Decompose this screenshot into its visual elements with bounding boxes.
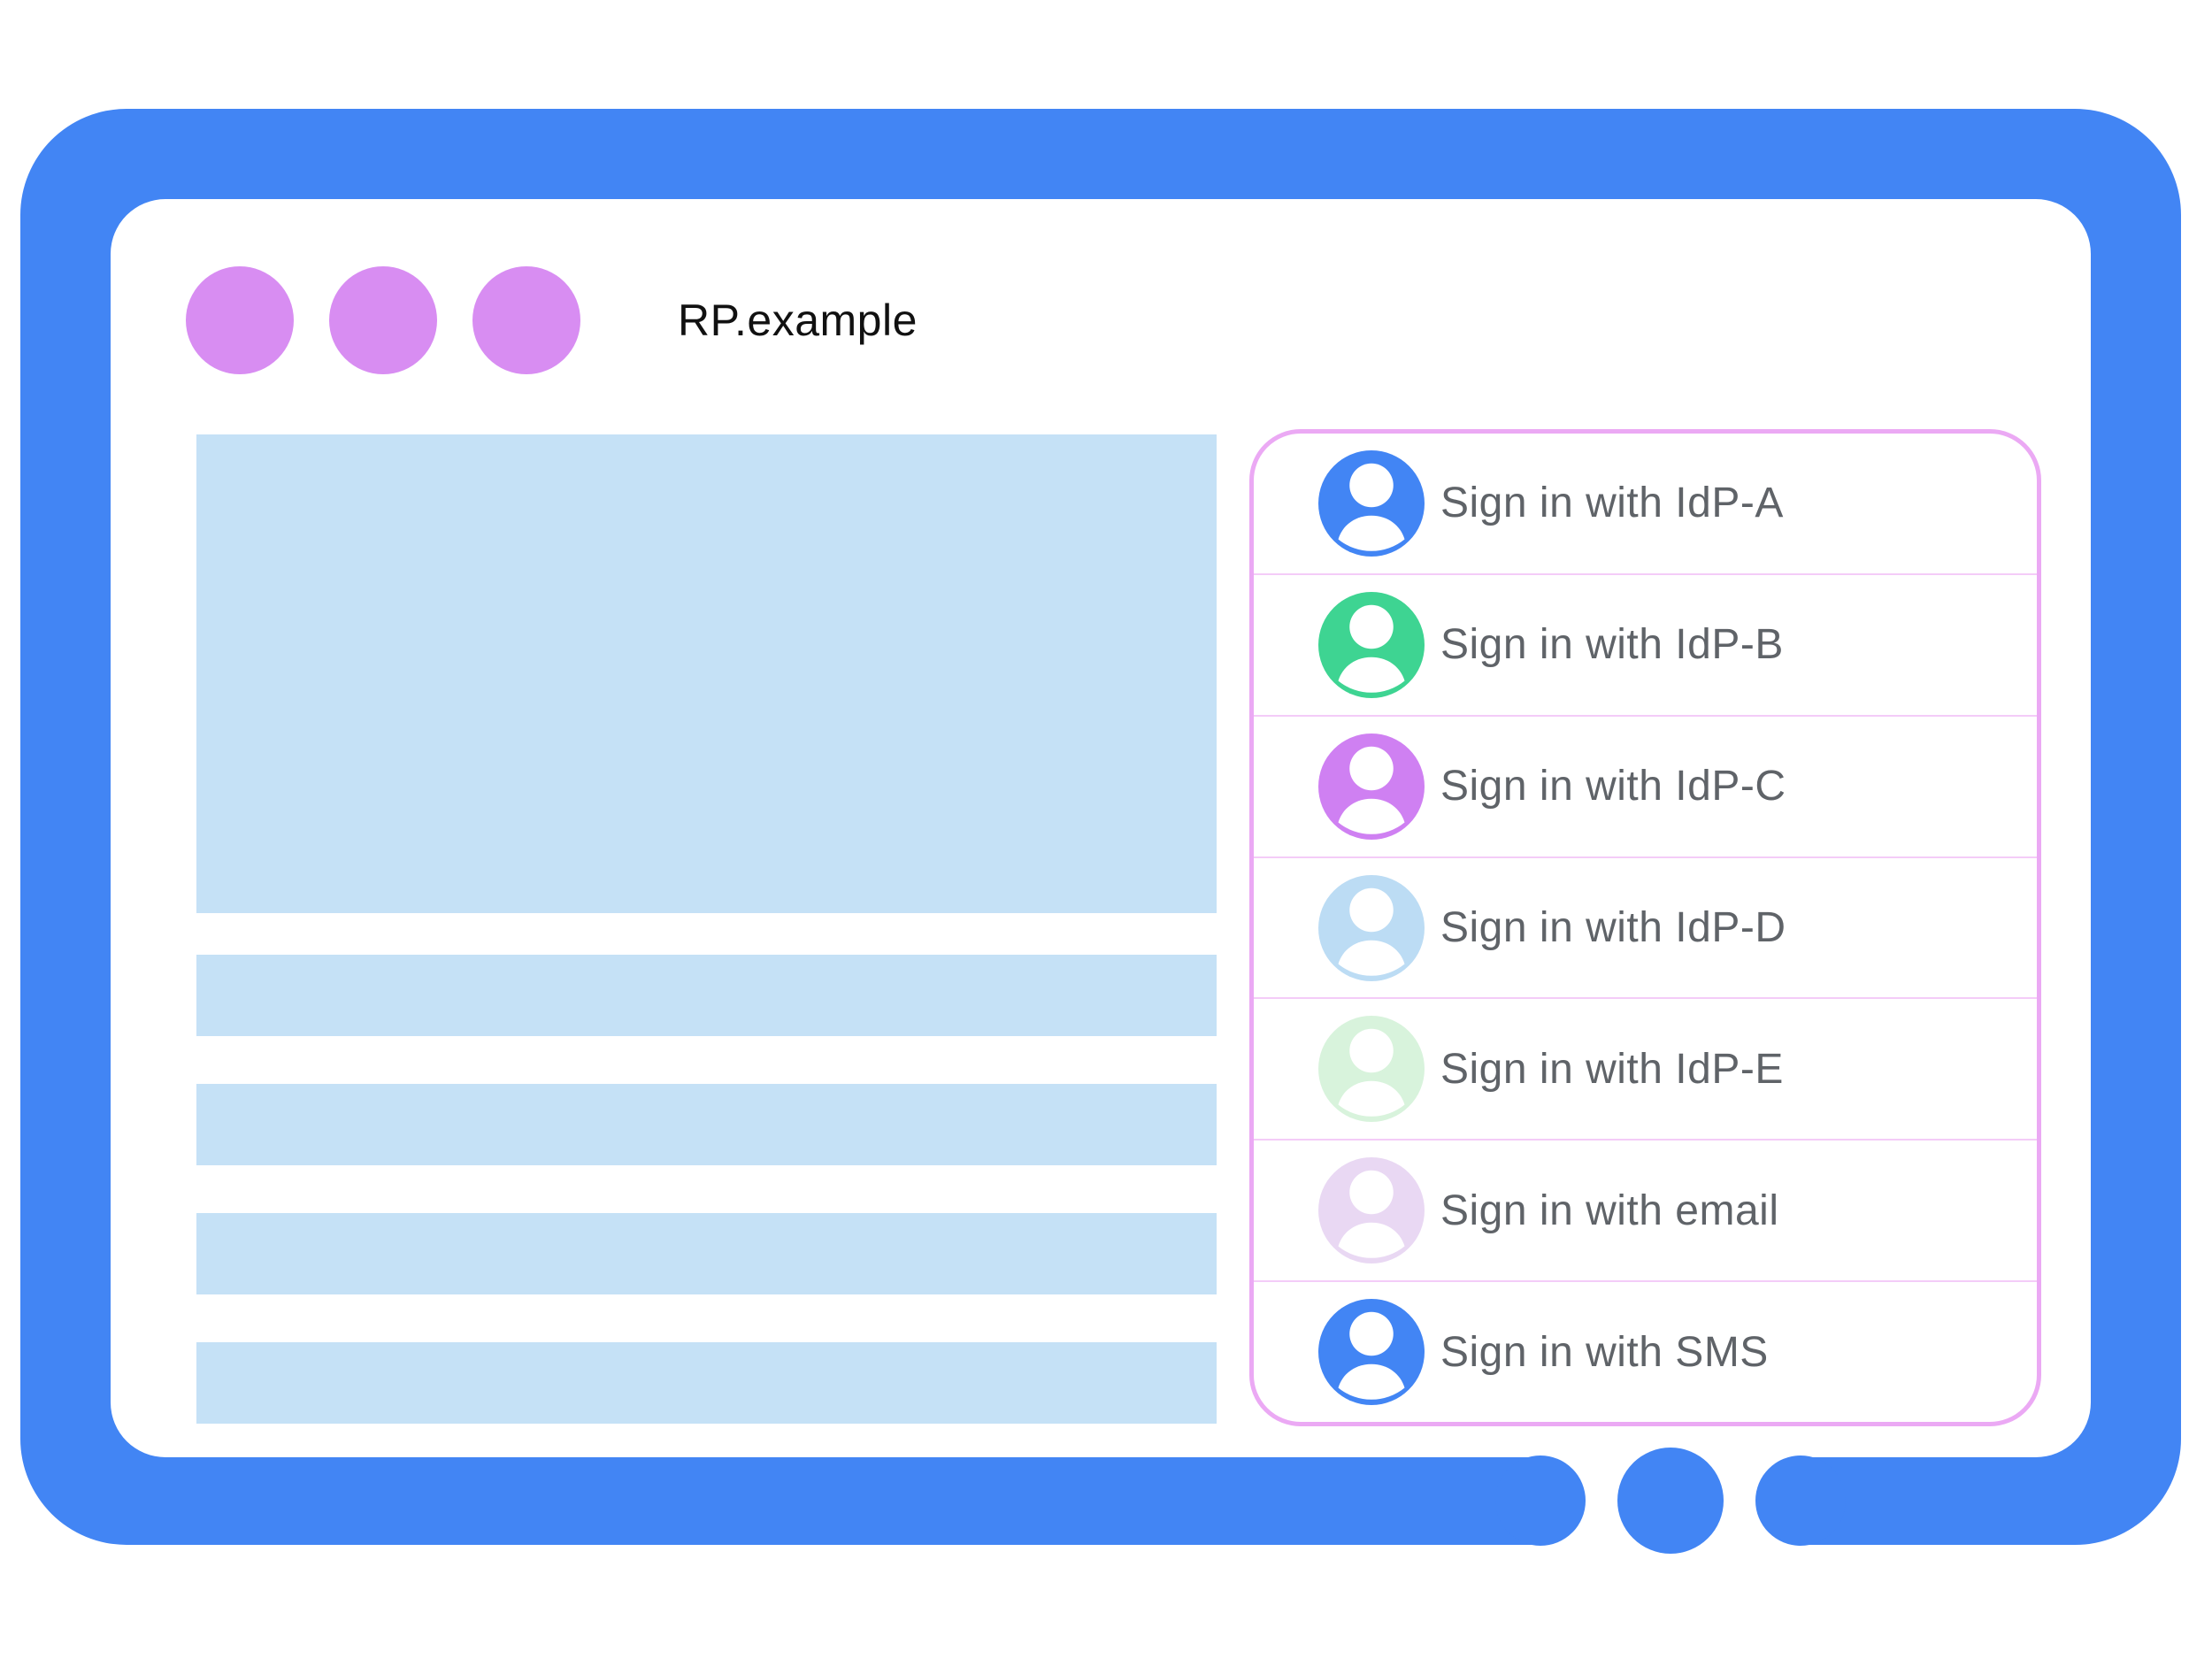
window-titlebar: RP.example [186, 266, 918, 374]
signin-option-idp-b[interactable]: Sign in with IdP-B [1254, 572, 2037, 715]
person-icon [1318, 1016, 1425, 1123]
signin-option-idp-e[interactable]: Sign in with IdP-E [1254, 997, 2037, 1139]
home-button[interactable] [1617, 1448, 1724, 1554]
page-title: RP.example [678, 296, 918, 345]
content-placeholder-line-3 [196, 1213, 1217, 1294]
frame-gap-right-cap [1755, 1455, 1846, 1546]
person-icon [1318, 1299, 1425, 1406]
signin-option-label: Sign in with IdP-B [1440, 621, 1784, 669]
person-icon [1318, 733, 1425, 840]
signin-option-idp-a[interactable]: Sign in with IdP-A [1254, 434, 2037, 573]
frame-gap-left-cap [1495, 1455, 1586, 1546]
signin-option-label: Sign in with SMS [1440, 1328, 1769, 1376]
person-icon [1318, 1157, 1425, 1264]
signin-option-sms[interactable]: Sign in with SMS [1254, 1280, 2037, 1422]
window-control-dot-3[interactable] [472, 266, 580, 374]
signin-option-label: Sign in with IdP-A [1440, 480, 1784, 527]
content-placeholder-line-1 [196, 955, 1217, 1036]
person-icon [1318, 591, 1425, 698]
content-placeholder-line-4 [196, 1342, 1217, 1424]
signin-option-idp-d[interactable]: Sign in with IdP-D [1254, 856, 2037, 998]
signin-chooser-dialog: Sign in with IdP-A Sign in with IdP-B Si… [1249, 429, 2041, 1426]
signin-option-label: Sign in with email [1440, 1187, 1779, 1234]
person-icon [1318, 874, 1425, 981]
window-control-dot-1[interactable] [186, 266, 294, 374]
content-placeholder-hero [196, 434, 1217, 913]
signin-option-label: Sign in with IdP-E [1440, 1045, 1784, 1093]
person-icon [1318, 449, 1425, 557]
signin-option-email[interactable]: Sign in with email [1254, 1139, 2037, 1280]
content-placeholder-line-2 [196, 1084, 1217, 1165]
signin-option-label: Sign in with IdP-C [1440, 763, 1786, 810]
signin-option-label: Sign in with IdP-D [1440, 904, 1786, 951]
signin-option-idp-c[interactable]: Sign in with IdP-C [1254, 714, 2037, 856]
window-control-dot-2[interactable] [329, 266, 437, 374]
